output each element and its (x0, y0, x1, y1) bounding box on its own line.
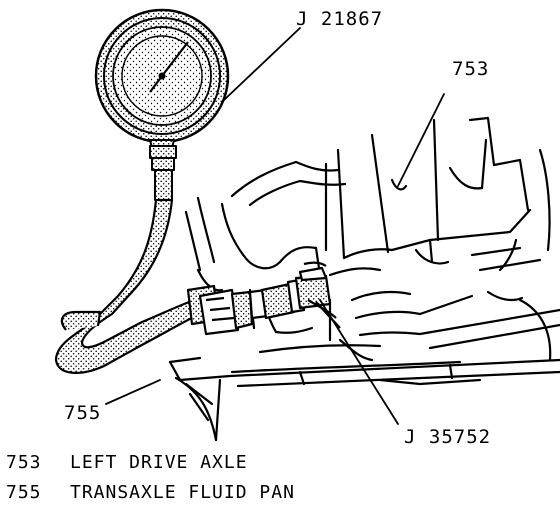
adapter-fitting (186, 261, 341, 336)
callout-fluid-pan: 755 (64, 402, 102, 424)
callout-gauge-tool: J 21867 (296, 8, 384, 30)
legend-description: TRANSAXLE FLUID PAN (70, 482, 295, 503)
parts-legend: 753 LEFT DRIVE AXLE 755 TRANSAXLE FLUID PA… (6, 448, 295, 508)
legend-row: 753 LEFT DRIVE AXLE (6, 448, 295, 478)
gauge-hose (54, 198, 208, 374)
callout-adapter-tool: J 35752 (404, 426, 492, 448)
legend-number: 755 (6, 482, 42, 503)
transaxle-fluid-pan (168, 344, 560, 442)
pressure-gauge (94, 8, 230, 201)
legend-number: 753 (6, 452, 42, 473)
transaxle-housing (184, 116, 560, 362)
callout-leaders (105, 27, 445, 425)
legend-description: LEFT DRIVE AXLE (70, 452, 248, 473)
callout-drive-axle: 753 (452, 58, 490, 80)
legend-row: 755 TRANSAXLE FLUID PAN (6, 478, 295, 508)
